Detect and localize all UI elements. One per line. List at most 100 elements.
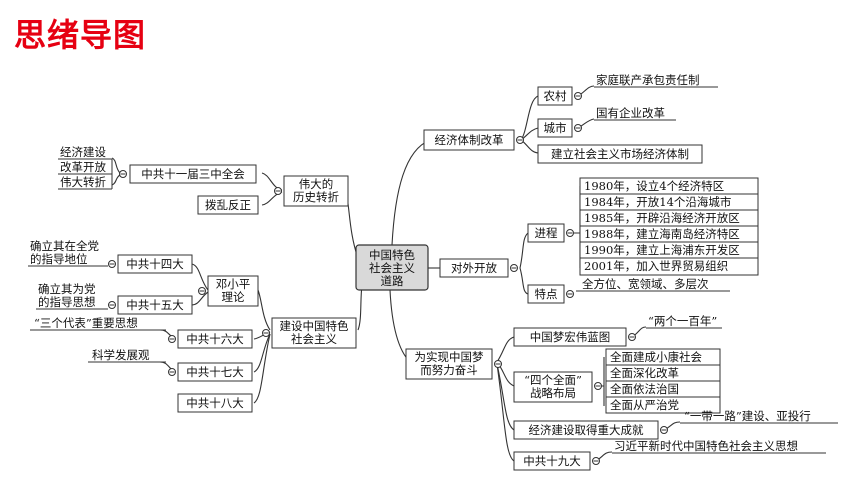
leaf-c19: 习近平新时代中国特色社会主义思想 (612, 439, 826, 454)
edge-dream-achieve (496, 363, 515, 431)
node-feature-label: 特点 (535, 287, 558, 301)
node-deng-line-1: 邓小平 (216, 277, 251, 291)
node-dream-line-1: 为实现中国梦 (415, 350, 484, 364)
process-item-4: 1988年，建立海南岛经济特区 (584, 227, 740, 241)
node-econ-market: 建立社会主义市场经济体制 (537, 144, 703, 164)
node-chaos: 拨乱反正 (197, 195, 259, 215)
node-build-line-2: 社会主义 (291, 332, 337, 346)
center-line-3: 道路 (381, 274, 404, 288)
edge-build-c17 (253, 333, 271, 373)
four-list: 全面建成小康社会 全面深化改革 全面依法治国 全面从严治党 (605, 348, 721, 414)
node-c14: 中共十四大 (108, 254, 193, 274)
node-c16: 中共十六大 (168, 329, 253, 349)
edge-econ-rural (520, 95, 539, 141)
leaf-session-1: 经济建设 (60, 145, 106, 159)
process-item-2: 1984年，开放14个沿海城市 (584, 195, 731, 209)
node-build-line-1: 建设中国特色 (280, 319, 349, 333)
node-deng-line-2: 理论 (222, 290, 245, 304)
process-list: 1980年，设立4个经济特区 1984年，开放14个沿海城市 1985年，开辟沿… (579, 177, 759, 276)
four-item-1: 全面建成小康社会 (610, 350, 702, 364)
node-achieve: 经济建设取得重大成就 (513, 420, 668, 440)
leaf-achieve-text: “一带一路”建设、亚投行 (684, 409, 811, 423)
node-c15-label: 中共十五大 (126, 298, 184, 312)
node-blueprint-label: 中国梦宏伟蓝图 (530, 330, 611, 344)
node-four-line-2: 战略布局 (530, 386, 576, 400)
node-c15: 中共十五大 (108, 295, 193, 315)
node-four: “四个全面” 战略布局 (513, 371, 602, 403)
node-feature: 特点 (527, 284, 574, 304)
node-achieve-label: 经济建设取得重大成就 (529, 423, 644, 437)
process-item-3: 1985年，开辟沿海经济开放区 (584, 211, 740, 225)
leaf-econ-city: 国有企业改革 (594, 106, 676, 121)
edge-four-items (598, 357, 605, 406)
edge-open-feature (519, 267, 529, 295)
node-dream-line-2: 而努力奋斗 (420, 363, 478, 377)
node-open-label: 对外开放 (451, 261, 497, 275)
node-econ-rural-label: 农村 (544, 89, 567, 103)
leaf-feature: 全方位、宽领域、多层次 (576, 277, 730, 292)
node-econ-market-label: 建立社会主义市场经济体制 (551, 147, 689, 161)
node-chaos-label: 拨乱反正 (205, 198, 251, 212)
node-process-label: 进程 (535, 226, 558, 240)
leaf-econ-rural-text: 家庭联产承包责任制 (596, 73, 700, 87)
edge-econ-market (520, 139, 539, 154)
leaf-c15-line-1: 确立其为党 (38, 282, 96, 296)
edge-build-deng (257, 289, 271, 331)
leaf-session-group: 经济建设 改革开放 伟大转折 (58, 144, 113, 191)
node-open: 对外开放 (439, 258, 518, 278)
node-c19-label: 中共十九大 (523, 454, 581, 468)
center-node: 中国特色 社会主义 道路 (355, 244, 429, 291)
edge-process-items (574, 186, 581, 268)
edge-deng-c14 (191, 263, 209, 291)
leaf-c14: 确立其在全党 的指导地位 (28, 239, 108, 267)
node-econ-label: 经济体制改革 (435, 133, 504, 147)
node-blueprint: 中国梦宏伟蓝图 (513, 327, 636, 347)
edge-open-process (519, 232, 529, 269)
leaf-session-3: 伟大转折 (60, 175, 106, 189)
node-econ: 经济体制改革 (423, 129, 524, 151)
leaf-c14-line-2: 的指导地位 (30, 252, 88, 266)
node-session-label: 中共十一届三中全会 (141, 167, 245, 181)
node-econ-rural: 农村 (537, 86, 582, 106)
process-item-6: 2001年，加入世界贸易组织 (584, 259, 728, 273)
center-line-2: 社会主义 (369, 261, 415, 275)
node-econ-city: 城市 (537, 118, 582, 138)
node-dream: 为实现中国梦 而努力奋斗 (405, 348, 502, 380)
leaf-c17: 科学发展观 (88, 348, 166, 363)
leaf-c16: “三个代表”重要思想 (30, 316, 166, 331)
node-turn-line-1: 伟大的 (299, 177, 334, 191)
node-c18-label: 中共十八大 (186, 396, 244, 410)
leaf-feature-text: 全方位、宽领域、多层次 (582, 277, 709, 291)
leaf-c15-line-2: 的指导思想 (38, 295, 96, 309)
leaf-c19-text: 习近平新时代中国特色社会主义思想 (614, 439, 798, 453)
edge-center-build (357, 284, 363, 331)
leaf-c16-text: “三个代表”重要思想 (34, 316, 138, 330)
four-item-4: 全面从严治党 (610, 398, 679, 412)
leaf-achieve: “一带一路”建设、亚投行 (680, 409, 838, 424)
edge-session-leaves-3 (111, 174, 121, 186)
edge-deng-c15 (191, 291, 209, 306)
node-turn-line-2: 历史转折 (293, 190, 339, 204)
four-item-2: 全面深化改革 (610, 366, 679, 380)
edge-build-c18 (253, 333, 271, 404)
leaf-session-2: 改革开放 (60, 160, 106, 174)
center-line-1: 中国特色 (369, 248, 415, 262)
node-c16-label: 中共十六大 (186, 332, 244, 346)
node-c19: 中共十九大 (513, 451, 600, 471)
node-c17-label: 中共十七大 (186, 365, 244, 379)
node-econ-city-label: 城市 (544, 121, 567, 135)
leaf-econ-rural: 家庭联产承包责任制 (594, 73, 718, 88)
node-c14-label: 中共十四大 (126, 257, 184, 271)
leaf-c17-text: 科学发展观 (92, 348, 150, 362)
leaf-blueprint-text: “两个一百年” (648, 314, 717, 328)
node-deng: 邓小平 理论 (198, 275, 259, 307)
edge-dream-blueprint (496, 336, 515, 363)
node-session: 中共十一届三中全会 (119, 164, 257, 184)
leaf-c14-line-1: 确立其在全党 (30, 239, 99, 253)
node-build: 建设中国特色 社会主义 (262, 317, 357, 349)
process-item-1: 1980年，设立4个经济特区 (584, 179, 724, 193)
node-c17: 中共十七大 (168, 362, 253, 382)
leaf-econ-city-text: 国有企业改革 (596, 106, 665, 120)
node-turn: 伟大的 历史转折 (274, 175, 349, 207)
